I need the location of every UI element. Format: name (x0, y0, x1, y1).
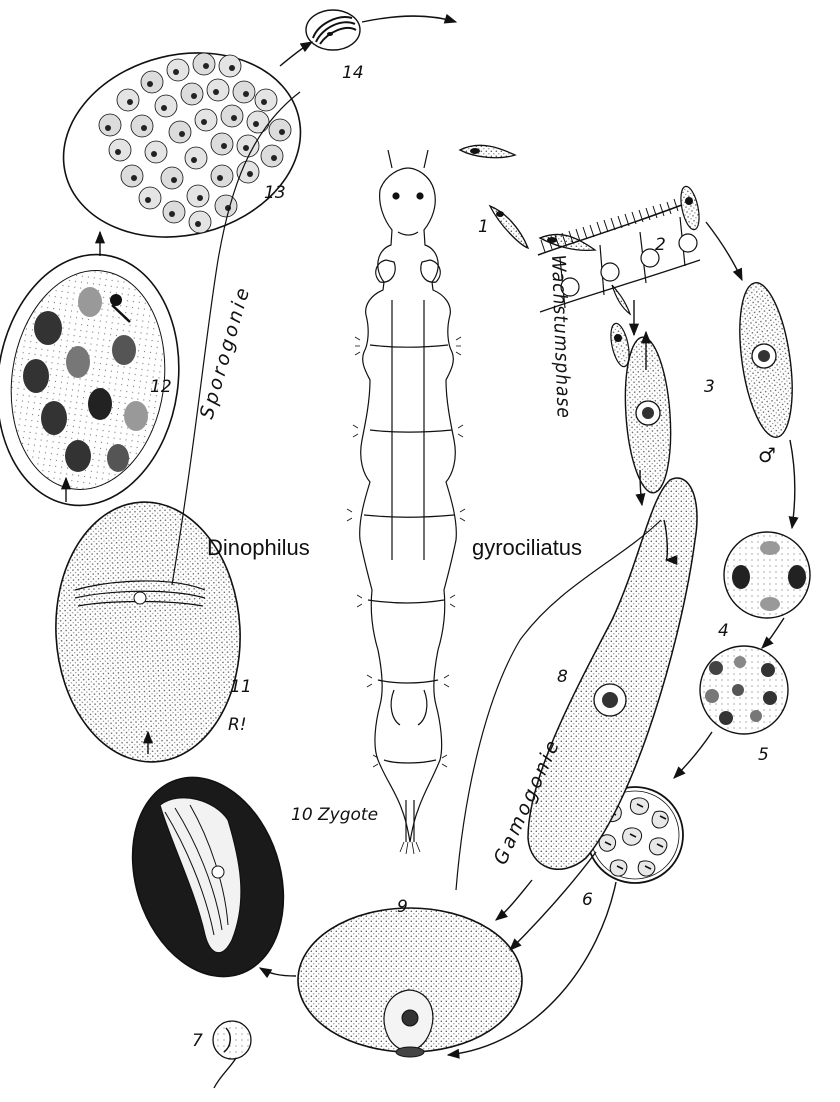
stage-label-13: 13 (264, 183, 286, 203)
stage-14-spore (306, 10, 360, 50)
stage-13-sporoblasts (44, 29, 320, 262)
stage-label-9: 9 (397, 897, 408, 917)
stage-label-6: 6 (582, 890, 593, 910)
stage-label-5: 5 (758, 745, 769, 765)
stage-label-11: 11 (230, 677, 252, 697)
stage-label-7: 7 (192, 1031, 203, 1051)
stage-label-14: 14 (342, 63, 364, 83)
host-species-label: gyrociliatus (472, 535, 582, 560)
stage-4-male-gamont (724, 532, 810, 618)
phase-label-wachstumsphase: Wachstumsphase (547, 254, 575, 419)
stage-9-fertilization (298, 908, 522, 1057)
stage-7-gamete (213, 1021, 251, 1088)
stage-label-1: 1 (478, 217, 489, 237)
male-symbol: ♂ (758, 443, 776, 467)
dinophilus-host-illustration (347, 150, 465, 854)
stage-10-zygote (108, 758, 308, 997)
stage-label-4: 4 (718, 621, 729, 641)
stage-note-11: R! (228, 715, 247, 735)
stage-label-10: 10 Zygote (291, 805, 378, 825)
stage-label-8: 8 (557, 667, 568, 687)
host-genus-label: Dinophilus (207, 535, 310, 560)
stage-label-12: 12 (150, 377, 172, 397)
stage-5-nuclear-division (700, 646, 788, 734)
stage-label-3: 3 (704, 377, 715, 397)
stage-label-2: 2 (655, 235, 666, 255)
